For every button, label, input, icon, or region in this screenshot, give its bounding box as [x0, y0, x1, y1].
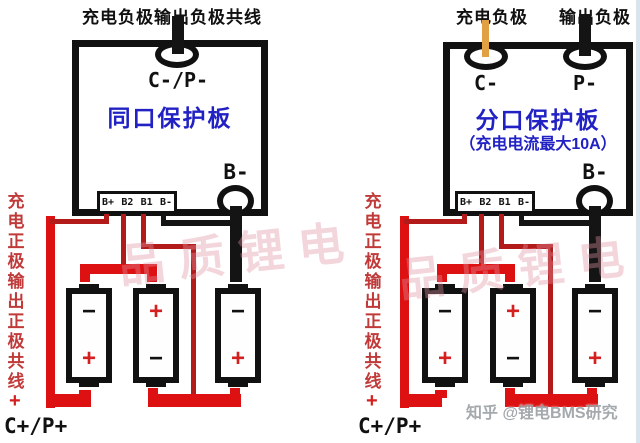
plus-symbol: + — [81, 345, 96, 372]
left-top-link-leg2-wire — [147, 264, 157, 282]
battery-terminal-stub — [435, 284, 455, 294]
battery-cell: − + — [422, 284, 468, 387]
left-pin-b2: B2 — [121, 197, 134, 208]
battery-terminal-stub — [228, 284, 248, 294]
left-b1-sense-stub — [141, 212, 146, 248]
battery-terminal-stub — [79, 377, 99, 387]
battery-terminal-stub — [503, 284, 523, 294]
left-balance-connector: B+ B2 B1 B- — [97, 191, 177, 214]
right-bminus-label: B- — [582, 160, 608, 184]
left-cp-minus-label: C-/P- — [147, 68, 209, 92]
left-bplus-sense-wire — [50, 219, 108, 224]
right-side-positive-label: 充电正极输出正极共线 — [364, 192, 382, 392]
left-cell1-positive-leg-wire — [79, 390, 91, 398]
right-charge-negative-wire — [482, 20, 489, 57]
minus-symbol: − — [81, 298, 96, 325]
right-b1-sense-jog-wire — [499, 244, 553, 249]
left-b2-sense-wire — [121, 212, 126, 270]
left-bminus-pin-stub — [161, 212, 166, 225]
left-bottom-link-leg2-wire — [230, 388, 240, 398]
right-bottom-series-link-wire — [505, 394, 598, 407]
battery-cell: + − — [133, 284, 179, 387]
left-pin-bminus: B- — [159, 197, 172, 208]
battery-cell: − + — [66, 284, 112, 387]
minus-symbol: − — [230, 298, 245, 325]
right-pin-b1: B1 — [498, 197, 511, 208]
left-bminus-pin-wire — [161, 220, 238, 226]
left-output-positive-label: C+/P+ — [4, 414, 68, 438]
left-top-link-leg1-wire — [80, 264, 90, 282]
left-bminus-label: B- — [223, 160, 249, 184]
right-balance-connector: B+ B2 B1 B- — [455, 191, 535, 214]
right-board-title: 分口保护板 — [475, 107, 601, 133]
right-b2-sense-wire — [479, 212, 484, 270]
right-cminus-label: C- — [473, 71, 499, 95]
right-bottom-link-leg2-wire — [587, 388, 597, 398]
battery-cell: − + — [215, 284, 261, 387]
right-b1-sense-stub — [499, 212, 504, 248]
plus-symbol: + — [505, 298, 520, 325]
right-board-subtitle: （充电电流最大10A） — [459, 136, 617, 153]
battery-terminal-stub — [585, 284, 605, 294]
right-charge-negative-label: 充电负极 — [456, 8, 528, 27]
right-cell1-positive-leg-wire — [435, 390, 447, 398]
minus-symbol: − — [587, 298, 602, 325]
right-pin-b2: B2 — [479, 197, 492, 208]
right-output-positive-label: C+/P+ — [358, 414, 422, 438]
left-side-positive-label: 充电正极输出正极共线 — [7, 192, 25, 392]
plus-symbol: + — [437, 345, 452, 372]
left-bottom-series-link-wire — [148, 394, 241, 407]
battery-terminal-stub — [503, 377, 523, 387]
minus-symbol: − — [505, 345, 520, 372]
left-bplus-sense-stub — [104, 212, 109, 224]
left-pin-b1: B1 — [140, 197, 153, 208]
left-positive-bus-wire — [46, 216, 55, 408]
right-output-negative-wire — [579, 14, 591, 56]
right-bminus-pin-wire — [519, 220, 595, 226]
minus-symbol: − — [437, 298, 452, 325]
left-bminus-pack-wire — [230, 206, 242, 282]
left-board-title: 同口保护板 — [107, 105, 233, 131]
right-top-link-leg2-wire — [505, 264, 515, 282]
battery-terminal-stub — [228, 377, 248, 387]
right-b1-sense-drop-wire — [548, 244, 553, 402]
left-side-plus: + — [9, 390, 21, 412]
right-bminus-pin-stub — [519, 212, 524, 225]
right-top-link-leg1-wire — [437, 264, 447, 282]
right-pin-bplus: B+ — [460, 197, 473, 208]
right-pminus-label: P- — [572, 71, 598, 95]
battery-cell: − + — [572, 284, 618, 387]
right-pin-bminus: B- — [517, 197, 530, 208]
zhihu-credit-watermark: 知乎 @锂电BMS研究 — [466, 405, 618, 422]
plus-symbol: + — [587, 345, 602, 372]
left-b1-sense-drop-wire — [191, 244, 196, 402]
right-top-series-link-wire — [437, 264, 515, 274]
left-top-series-link-wire — [80, 264, 157, 274]
left-pin-bplus: B+ — [102, 197, 115, 208]
battery-terminal-stub — [79, 284, 99, 294]
right-bottom-link-leg1-wire — [505, 388, 515, 398]
left-common-negative-wire — [172, 16, 184, 54]
left-top-label: 充电负极输出负极共线 — [72, 3, 272, 28]
left-bottom-link-leg1-wire — [148, 388, 158, 398]
battery-cell: + − — [490, 284, 536, 387]
plus-symbol: + — [230, 345, 245, 372]
right-bplus-sense-wire — [404, 219, 464, 224]
left-b1-sense-jog-wire — [141, 244, 196, 249]
minus-symbol: − — [148, 345, 163, 372]
right-bminus-pack-wire — [589, 206, 601, 282]
right-positive-bus-wire — [400, 216, 409, 408]
battery-terminal-stub — [585, 377, 605, 387]
right-bplus-sense-stub — [462, 212, 467, 224]
battery-terminal-stub — [435, 377, 455, 387]
right-side-plus: + — [366, 390, 378, 412]
right-positive-bus-bottom-wire — [400, 394, 442, 407]
plus-symbol: + — [148, 298, 163, 325]
right-output-negative-label: 输出负极 — [559, 8, 631, 27]
battery-terminal-stub — [146, 284, 166, 294]
battery-terminal-stub — [146, 377, 166, 387]
